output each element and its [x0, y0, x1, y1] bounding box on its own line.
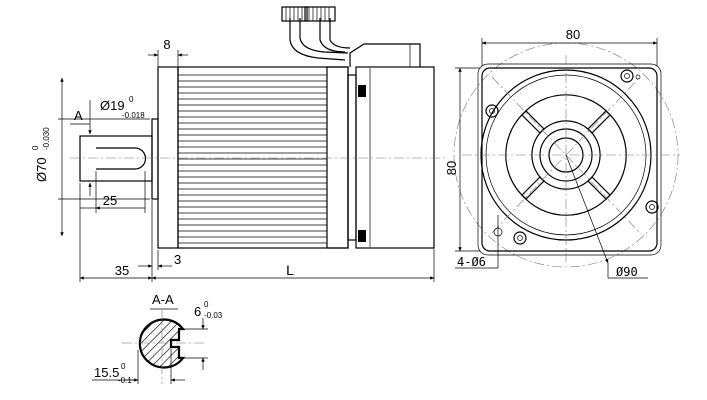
side-view: 8 Ø70 0 -0.030 A Ø19 0 -0.018 [31, 6, 445, 282]
body-length-label: L [286, 262, 294, 278]
shaft-dia-upper-tol: 0 [129, 95, 134, 104]
key-depth-lower-tol: -0.1 [118, 376, 132, 385]
flange-width-label: 80 [566, 27, 580, 42]
section-view: A-A 6 0 -0.03 15.5 0 -0.1 [92, 292, 223, 385]
front-flange [157, 66, 179, 249]
flange-thickness-label: 8 [163, 37, 170, 52]
mount-holes-label: 4-Ø6 [457, 255, 486, 269]
section-title: A-A [152, 292, 174, 307]
pilot-dia-upper-tol: 0 [31, 145, 40, 150]
key-depth-label: 15.5 [94, 365, 119, 380]
key-length-label: 25 [103, 193, 117, 208]
front-view: 80 80 4-Ø6 Ø90 [444, 27, 680, 279]
dim-pilot-height: 3 [138, 250, 181, 270]
dim-key-length: 25 [80, 171, 146, 213]
shaft-section [138, 318, 186, 369]
rear-cover [347, 66, 435, 249]
dim-flange-width: 80 [481, 27, 658, 66]
pilot-boss [151, 118, 159, 200]
cooling-windows [505, 94, 627, 216]
key-width-upper-tol: 0 [204, 300, 209, 309]
square-flange [481, 67, 658, 252]
dim-key-depth: 15.5 0 -0.1 [92, 349, 185, 385]
motor-shaft [79, 135, 153, 182]
connector-housing [349, 43, 421, 67]
finned-body [177, 66, 349, 249]
dim-flange-thickness: 8 [148, 37, 188, 66]
shaft-dia-lower-tol: -0.018 [122, 111, 145, 120]
power-cables [281, 6, 351, 61]
pilot-height-label: 3 [174, 252, 181, 267]
key-depth-upper-tol: 0 [121, 362, 126, 371]
dim-key-width: 6 0 -0.03 [180, 300, 223, 370]
section-mark-a: A [74, 108, 83, 123]
dim-body-length: L [151, 249, 435, 282]
shaft-length-label: 35 [115, 263, 129, 278]
bolt-circle-label: Ø90 [616, 265, 638, 279]
dim-shaft-length: 35 [79, 183, 153, 282]
dim-flange-height: 80 [444, 67, 480, 252]
dim-bolt-circle: Ø90 [565, 154, 648, 279]
key-width-label: 6 [194, 304, 201, 319]
flange-height-label: 80 [444, 161, 459, 175]
dim-pilot-diameter: Ø70 0 -0.030 [31, 77, 150, 237]
mounting-holes [485, 69, 659, 245]
shaft-dia-label: Ø19 [100, 98, 125, 113]
dim-shaft-diameter: A Ø19 0 -0.018 [70, 95, 145, 196]
key-width-lower-tol: -0.03 [204, 311, 223, 320]
dim-mount-holes: 4-Ø6 [455, 215, 499, 269]
pilot-dia-label: Ø70 [34, 157, 49, 182]
pilot-dia-lower-tol: -0.030 [42, 127, 51, 150]
